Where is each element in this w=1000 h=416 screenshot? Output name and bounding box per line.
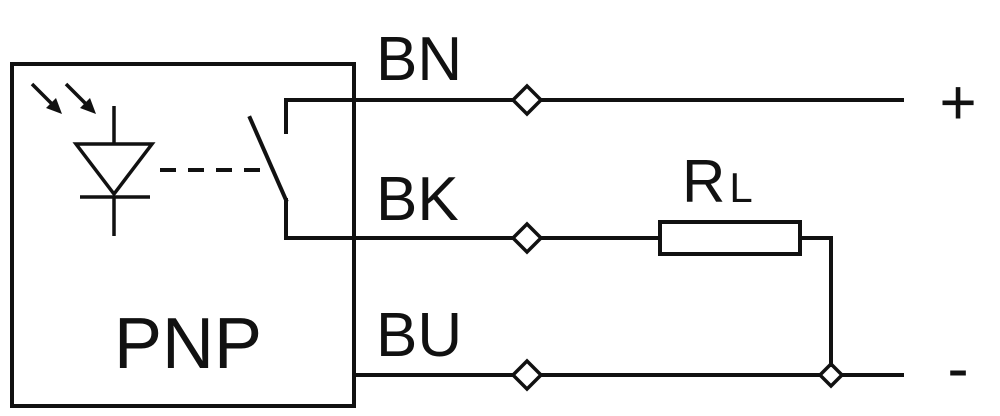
load-label-sub: L bbox=[729, 164, 752, 211]
sensor-housing bbox=[10, 62, 356, 408]
terminal-icon bbox=[510, 83, 544, 117]
junction-node bbox=[817, 361, 845, 389]
wire-label-bn: BN bbox=[376, 25, 462, 94]
photodiode-icon bbox=[72, 106, 156, 236]
wire-label-bu: BU bbox=[376, 301, 462, 370]
polarity-negative: - bbox=[947, 332, 968, 404]
light-arrows-icon bbox=[30, 82, 96, 114]
sensor-type-label: PNP bbox=[114, 304, 262, 384]
switch-icon bbox=[247, 98, 289, 240]
terminal-icon bbox=[510, 358, 544, 392]
wire-bu bbox=[352, 358, 904, 392]
load-label: RL bbox=[682, 148, 753, 215]
terminal-icon bbox=[510, 221, 544, 255]
resistor-icon bbox=[658, 220, 802, 256]
wire-bk bbox=[284, 220, 833, 367]
wire-label-bk: BK bbox=[376, 165, 459, 234]
polarity-positive: + bbox=[939, 66, 976, 138]
wire-bn bbox=[284, 83, 904, 117]
load-label-main: R bbox=[682, 148, 725, 215]
